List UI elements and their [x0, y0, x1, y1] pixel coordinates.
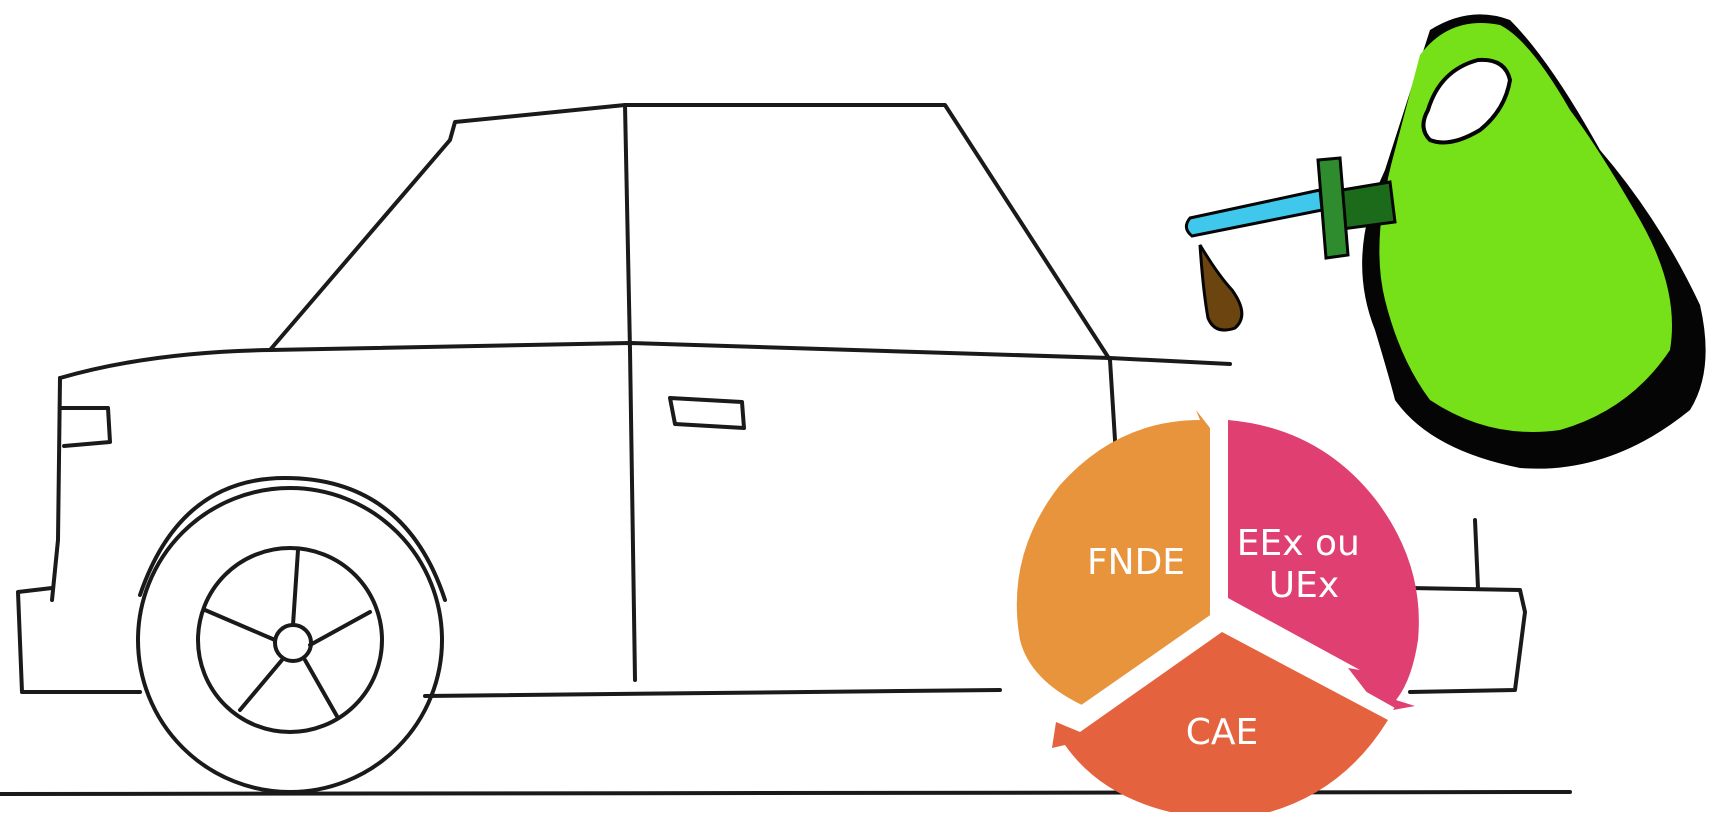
car-headlight — [62, 408, 110, 446]
car-wheel-rim — [198, 548, 382, 732]
cycle-label-cae: CAE — [1186, 712, 1259, 753]
car-front-bumper — [18, 588, 140, 692]
car-b-pillar — [625, 105, 635, 680]
car-rear-body — [1475, 520, 1478, 588]
car-door-handle — [670, 398, 744, 428]
ground-line — [0, 792, 1570, 794]
car-wheel-hub — [275, 625, 311, 661]
car-wheel-spokes — [205, 550, 370, 718]
car-front — [52, 378, 60, 600]
car-belt-line — [60, 343, 1230, 378]
car-roof — [270, 105, 1110, 360]
car-wheel-arch — [140, 478, 445, 600]
oil-drop-icon — [1200, 245, 1242, 330]
car-rocker — [425, 690, 1000, 696]
oil-can-body — [1379, 23, 1672, 432]
car-wheel-tire — [138, 488, 442, 792]
cycle-diagram: FNDE EEx ou UEx CAE — [1017, 408, 1419, 812]
oil-can-illustration — [1186, 14, 1705, 468]
car-rear-bumper — [1410, 588, 1525, 692]
oil-can-spout — [1186, 190, 1322, 236]
cycle-label-fnde: FNDE — [1087, 542, 1185, 583]
